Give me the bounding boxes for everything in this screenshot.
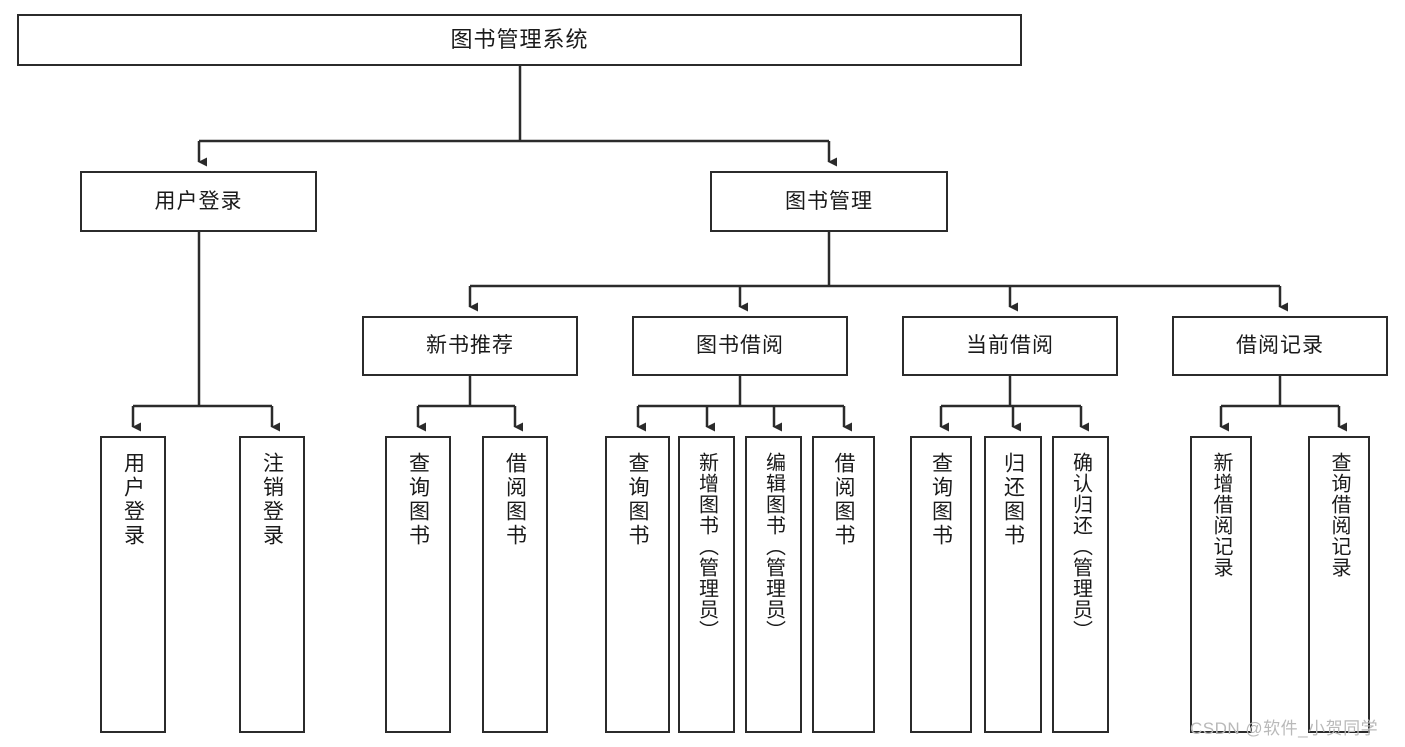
- node-label: 注销登录: [260, 452, 284, 548]
- node-label: 新增图书（管理员）: [695, 452, 718, 641]
- node-leaf-borrowbook-2[interactable]: 借阅图书: [812, 436, 875, 733]
- node-root[interactable]: 图书管理系统: [17, 14, 1022, 66]
- node-bookmgmt[interactable]: 图书管理: [710, 171, 948, 232]
- node-leaf-addrecord[interactable]: 新增借阅记录: [1190, 436, 1252, 733]
- node-label: 图书管理: [785, 189, 873, 213]
- node-label: 新增借阅记录: [1210, 452, 1232, 578]
- node-label: 归还图书: [1001, 452, 1025, 548]
- node-current[interactable]: 当前借阅: [902, 316, 1118, 376]
- node-leaf-querybook-2[interactable]: 查询图书: [605, 436, 670, 733]
- node-leaf-querybook-3[interactable]: 查询图书: [910, 436, 972, 733]
- node-leaf-queryrecord[interactable]: 查询借阅记录: [1308, 436, 1370, 733]
- node-leaf-editbook[interactable]: 编辑图书（管理员）: [745, 436, 802, 733]
- node-login[interactable]: 用户登录: [80, 171, 317, 232]
- node-leaf-userlogin[interactable]: 用户登录: [100, 436, 166, 733]
- node-label: 编辑图书（管理员）: [762, 452, 785, 641]
- node-leaf-addbook[interactable]: 新增图书（管理员）: [678, 436, 735, 733]
- node-leaf-confirmreturn[interactable]: 确认归还（管理员）: [1052, 436, 1109, 733]
- node-label: 图书管理系统: [450, 26, 589, 52]
- csdn-watermark: CSDN @软件_小贺同学: [1190, 719, 1379, 738]
- node-leaf-returnbook[interactable]: 归还图书: [984, 436, 1042, 733]
- node-label: 查询图书: [406, 452, 430, 548]
- node-label: 借阅记录: [1236, 334, 1324, 358]
- node-leaf-querybook-1[interactable]: 查询图书: [385, 436, 451, 733]
- node-label: 当前借阅: [966, 334, 1054, 358]
- node-label: 图书借阅: [696, 334, 784, 358]
- node-records[interactable]: 借阅记录: [1172, 316, 1388, 376]
- node-label: 查询借阅记录: [1328, 452, 1350, 578]
- node-label: 用户登录: [121, 452, 145, 548]
- node-label: 查询图书: [626, 452, 649, 548]
- node-label: 借阅图书: [832, 452, 855, 548]
- node-borrow[interactable]: 图书借阅: [632, 316, 848, 376]
- node-label: 查询图书: [929, 452, 953, 548]
- node-label: 确认归还（管理员）: [1069, 452, 1092, 641]
- node-leaf-logout[interactable]: 注销登录: [239, 436, 305, 733]
- node-label: 用户登录: [154, 189, 243, 213]
- node-leaf-borrowbook-1[interactable]: 借阅图书: [482, 436, 548, 733]
- node-label: 借阅图书: [503, 452, 527, 548]
- node-newbook[interactable]: 新书推荐: [362, 316, 578, 376]
- node-label: 新书推荐: [426, 334, 514, 358]
